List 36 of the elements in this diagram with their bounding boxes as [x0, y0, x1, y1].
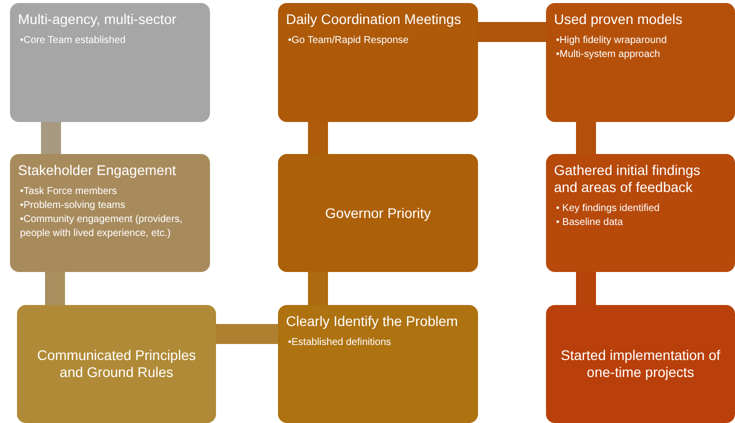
- heading-text: Gathered initial findings and areas of feedback: [554, 162, 702, 196]
- connector-bar: [216, 324, 278, 344]
- connector-bar: [308, 122, 328, 154]
- heading-text: Used proven models: [554, 11, 684, 28]
- bullet-text: •Multi-system approach: [555, 48, 662, 62]
- heading-text: Daily Coordination Meetings: [286, 11, 462, 28]
- process-box: [546, 305, 735, 423]
- bullet-text: •Core Team established: [19, 34, 127, 48]
- connector-bar: [45, 272, 65, 305]
- process-box: [278, 154, 478, 272]
- heading-text: Stakeholder Engagement: [18, 162, 177, 179]
- heading-text: Started implementation of one-time projects: [560, 347, 722, 381]
- bullet-text: •Community engagement (providers, people with lived experience, etc.): [19, 213, 184, 241]
- bullet-text: •Established definitions: [287, 336, 392, 350]
- bullet-text: • Baseline data: [555, 216, 624, 230]
- process-box: [278, 3, 478, 122]
- bullet-text: •Task Force members: [19, 185, 118, 199]
- heading-text: Clearly Identify the Problem: [286, 313, 459, 330]
- process-box: [10, 154, 210, 272]
- bullet-text: •Problem-solving teams: [19, 199, 126, 213]
- heading-text: Multi-agency, multi-sector: [18, 11, 178, 28]
- bullet-text: • Key findings identified: [555, 202, 661, 216]
- bullet-text: •Go Team/Rapid Response: [287, 34, 410, 48]
- connector-bar: [308, 272, 328, 305]
- connector-bar: [478, 22, 546, 42]
- process-box: [10, 3, 210, 122]
- connector-bar: [576, 272, 596, 305]
- heading-text: Governor Priority: [325, 204, 431, 222]
- connector-bar: [576, 122, 596, 154]
- process-box: [17, 305, 216, 423]
- process-box: [546, 154, 735, 272]
- heading-text: Communicated Principles and Ground Rules: [36, 347, 197, 381]
- bullet-text: •High fidelity wraparound: [555, 34, 668, 48]
- process-box: [278, 305, 478, 423]
- connector-bar: [41, 122, 61, 154]
- process-box: [546, 3, 735, 122]
